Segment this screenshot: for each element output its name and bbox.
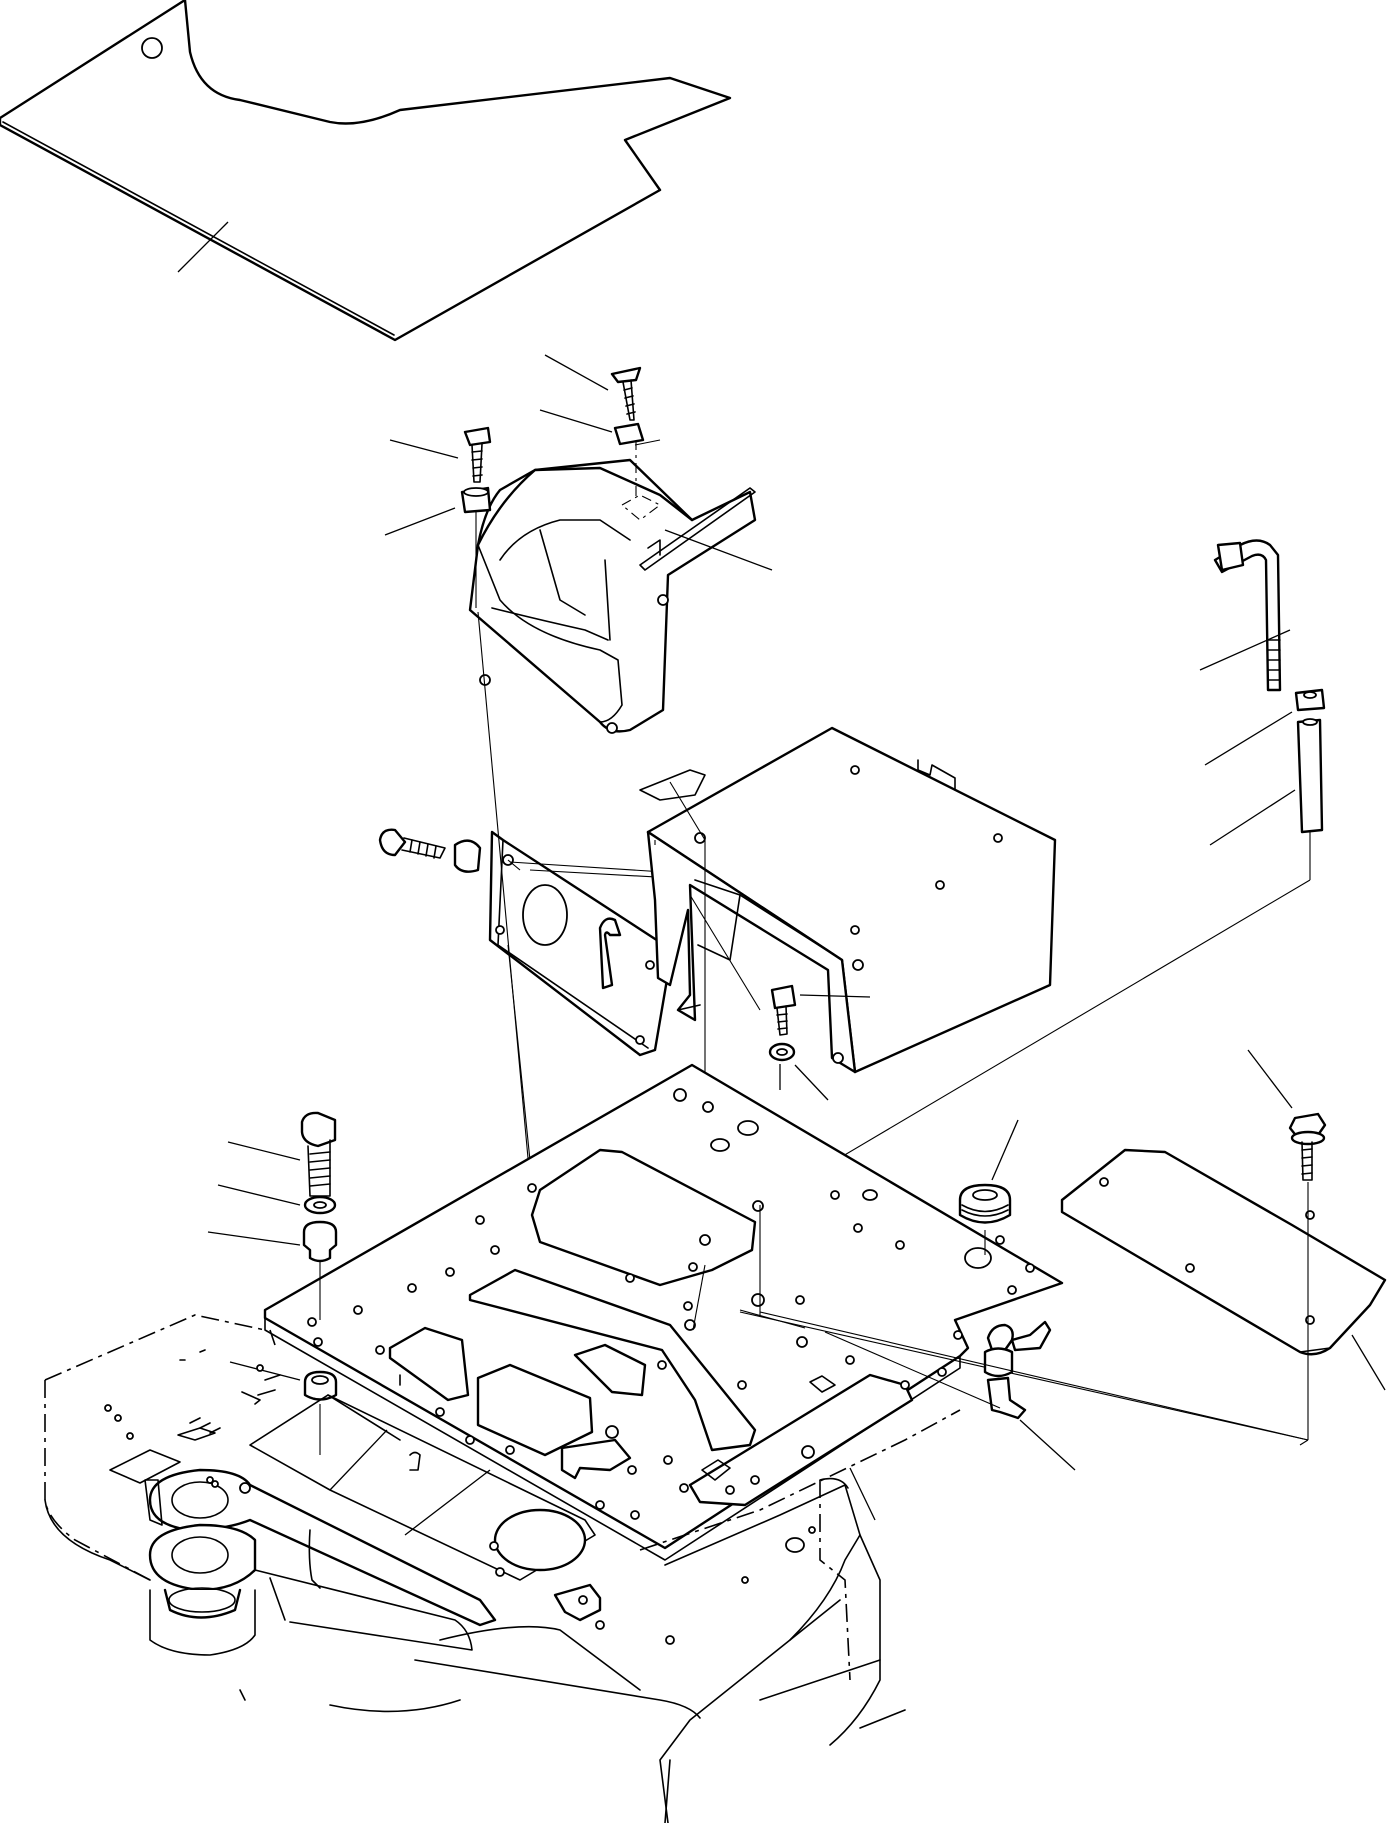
side-plate xyxy=(378,611,711,1181)
connecting-lines xyxy=(507,439,661,871)
box-bolt xyxy=(768,984,871,1101)
rubber-grommet xyxy=(958,1119,1019,1255)
upper-cover xyxy=(468,440,773,734)
side-cover-plate xyxy=(1060,1148,1387,1391)
machine-frame xyxy=(44,1314,961,1823)
lever-rod xyxy=(759,539,1326,1206)
control-box xyxy=(639,726,1057,1265)
alignment-lines xyxy=(692,1205,1309,1441)
left-bolt-stack xyxy=(207,1111,338,1320)
flange-bolt xyxy=(739,1049,1327,1446)
frame-grommet xyxy=(229,1361,338,1455)
floor-plate xyxy=(263,1063,1064,1561)
floor-mat xyxy=(0,0,732,342)
screw-left xyxy=(384,426,492,608)
screw-top xyxy=(539,354,645,446)
